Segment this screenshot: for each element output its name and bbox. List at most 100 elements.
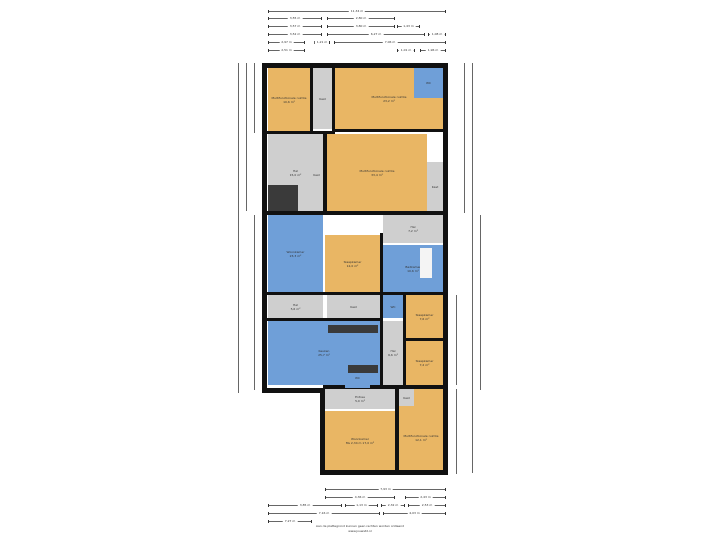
wall [395,388,399,473]
dimension-line: 3,55 m [268,16,322,20]
dimension-line: 2,97 m [268,40,305,44]
room-fill [414,389,443,406]
dimension-label: 1,13 m [354,503,369,507]
room-name: Hal [390,349,396,353]
wall [262,131,332,134]
room-area: 12,1 m² [415,438,427,442]
room-name: Badkamer [405,264,421,269]
dimension-line: 2,53 m [408,503,446,507]
dimension-line-vertical [254,295,255,390]
dimension-label: 3,80 m [353,24,369,28]
fixture [268,185,298,211]
dimension-line: 6,27 m [327,32,425,36]
room-name: Hal [293,168,298,173]
dimension-label: 2,80 m [353,16,369,20]
dimension-line: 1,13 m [345,503,378,507]
dimension-line-vertical [254,63,255,133]
dimension-line-vertical [238,63,239,393]
dimension-line: 7,06 m [334,40,446,44]
room-name: Hal [410,225,416,229]
room-name: Kast [319,96,326,101]
room-area: 15,0 m² [289,172,302,177]
room-area: 10,6 m² [283,99,295,104]
room-name: WC [354,376,361,380]
wall [332,129,445,132]
dimension-label: 4,36 m [352,495,368,499]
room-name: WC [390,304,396,309]
dimension-label: 2,53 m [419,503,435,507]
wall [262,63,448,68]
dimension-label: 1,08 m [429,32,445,36]
room-area: 23,2 m² [383,98,395,103]
room-kast: Kast [399,389,414,406]
dimension-line: 7,16 m [268,511,380,515]
room-area: 23,3 m² [289,253,302,258]
room-area: 25,7 m² [318,353,330,357]
room-area: 7,6 m² [419,316,430,321]
room-wc: WC [414,68,443,98]
dimension-line: 7,93 m [325,487,446,491]
wall [262,388,325,393]
dimension-line: 11,34 m [268,9,446,13]
dimension-label: 7,16 m [316,511,332,515]
wall [443,63,448,475]
dimension-line-vertical [480,215,481,390]
dimension-label: 2,43 m [418,495,433,499]
room-name: Kast [431,184,439,189]
dimension-label: 4,03 m [407,511,422,515]
dimension-line: 2,43 m [405,495,446,499]
dimension-label: 7,06 m [382,40,398,44]
dimension-line-vertical [456,389,457,474]
dimension-label: 1,21 m [314,40,330,44]
room-area: 12,0 m² [346,263,359,268]
room-name: Multifunctionele ruimte [359,168,395,173]
room-kast: Kast [313,68,332,129]
wall [310,66,313,134]
dimension-line: 1,96 m [420,48,446,52]
dimension-label: 3,55 m [287,16,303,20]
wall [320,470,448,475]
wall [262,211,448,215]
room-kast: Kast [310,165,323,185]
dimension-line: 3,52 m [268,32,322,36]
dimension-line-vertical [246,63,247,211]
room-kast: Kast [327,295,380,318]
room-area: 33,4 m² [371,172,383,177]
room-area: 6,6 m² [388,353,398,357]
wall [262,292,448,295]
room-name: Keuken [318,349,330,353]
room-area: 5,6 m² [290,306,301,311]
room-name: Woonkamer [286,249,305,254]
room-name: Kast [403,395,410,400]
dimension-label: 1,96 m [425,48,441,52]
fixture [348,365,378,373]
room-kast: Kast [427,162,443,211]
wall [332,66,335,134]
dimension-line: 2,51 m [268,48,305,52]
dimension-line: 3,57 m [268,24,322,28]
room-name: Kast [313,173,320,177]
dimension-label: 3,57 m [287,24,303,28]
room-name: Kast [350,304,357,309]
dimension-line: 4,36 m [325,495,395,499]
room-name: Multifunctionele ruimte [403,434,439,438]
room-area: 10,6 m² [407,268,419,273]
wall [262,318,383,321]
room-name: Multifunctionele ruimte [371,94,407,99]
dimension-line-vertical [254,215,255,295]
fixture [420,248,432,278]
room-name: Slaapkamer [415,359,434,363]
room-name: Slaapkamer [415,312,434,317]
wall [403,338,445,341]
room-name: Entree [355,395,365,399]
dimension-line-vertical [456,295,457,385]
dimension-label: 1,43 m [401,24,416,28]
room-name: Multifunctionele ruimte [271,95,307,100]
